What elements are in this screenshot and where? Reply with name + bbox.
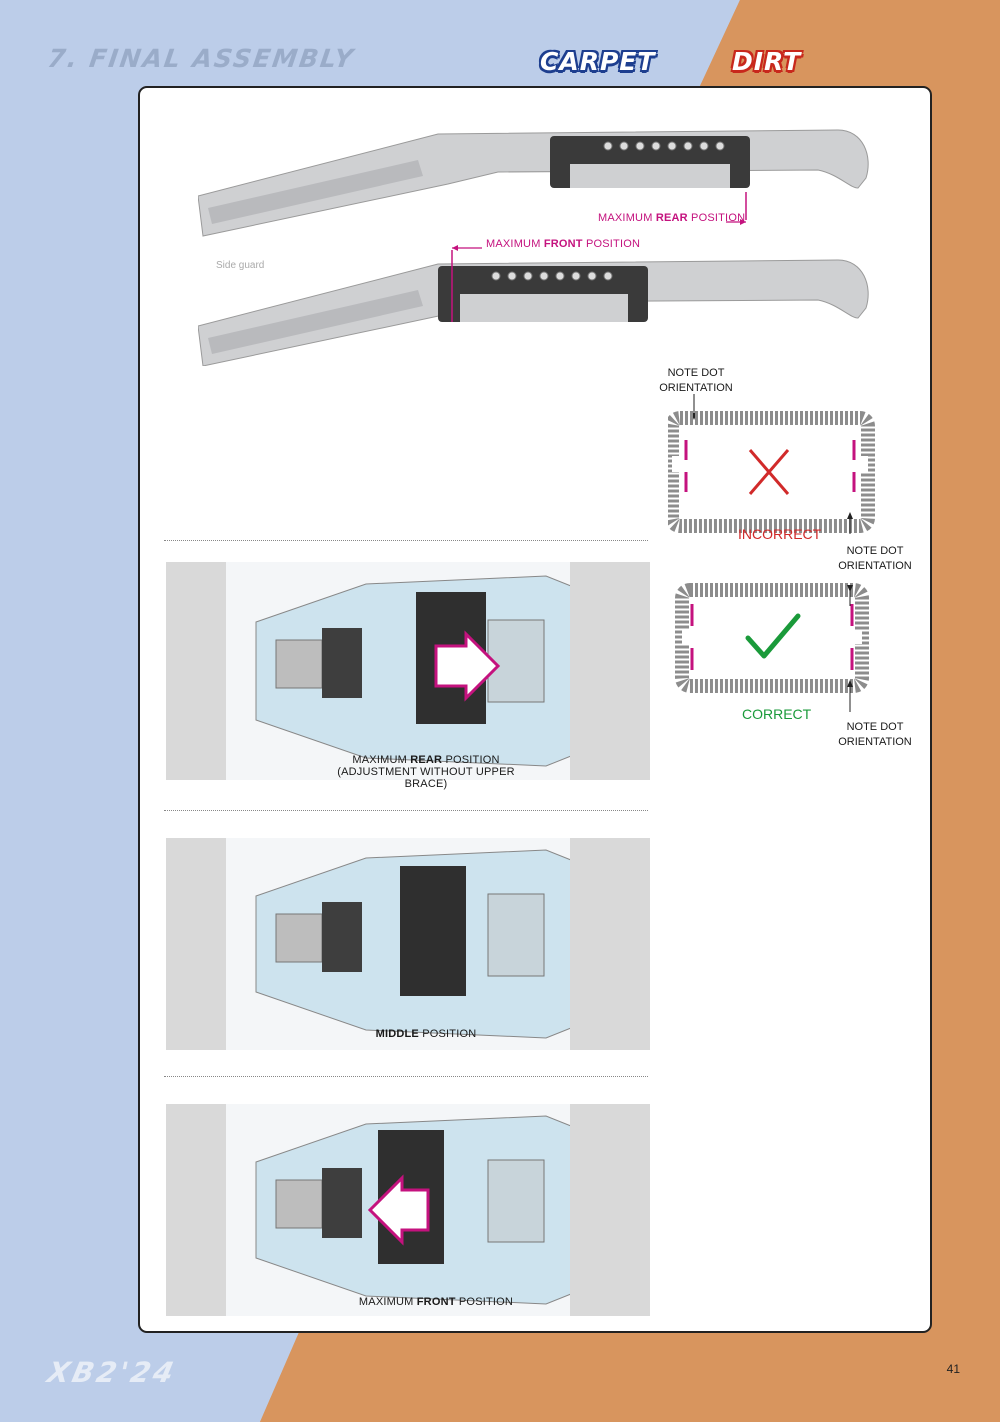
orientation-diagram [668, 394, 875, 712]
page-number: 41 [946, 1362, 960, 1376]
divider [164, 1076, 648, 1077]
divider [164, 810, 648, 811]
middle-caption: MIDDLE POSITION [375, 1028, 477, 1040]
divider [164, 540, 648, 541]
side-guard-diagram [198, 129, 869, 366]
dirt-tag: DIRT [732, 47, 802, 76]
content-panel: MAXIMUM REAR POSITION MAXIMUM FRONT POSI… [138, 86, 932, 1333]
max-rear-label: MAXIMUM REAR POSITION [598, 212, 746, 224]
carpet-tag: CARPET [540, 47, 656, 76]
section-title: 7. FINAL ASSEMBLY [45, 44, 357, 73]
correct-label: CORRECT [742, 706, 812, 722]
chassis-rear-diagram [166, 562, 650, 780]
max-front-caption: MAXIMUM FRONT POSITION [358, 1296, 514, 1308]
chassis-front-diagram [166, 1104, 650, 1316]
incorrect-label: INCORRECT [738, 526, 822, 542]
max-rear-caption: MAXIMUM REAR POSITION (ADJUSTMENT WITHOU… [337, 754, 515, 790]
side-guard-label: Side guard [216, 260, 265, 271]
xb2-logo: XB2'24 [44, 1356, 180, 1389]
max-front-label: MAXIMUM FRONT POSITION [486, 238, 641, 250]
chassis-middle-diagram [166, 838, 650, 1050]
